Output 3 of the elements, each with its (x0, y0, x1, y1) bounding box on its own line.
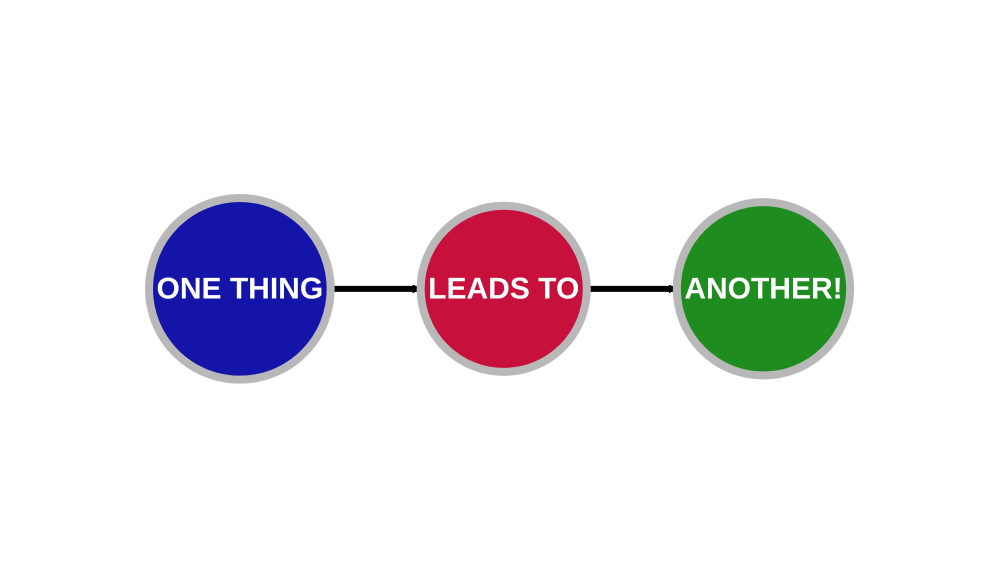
node-circle: ONE THING (145, 194, 336, 384)
node-circle: LEADS TO (417, 202, 592, 376)
node-circle: ANOTHER! (673, 198, 855, 380)
